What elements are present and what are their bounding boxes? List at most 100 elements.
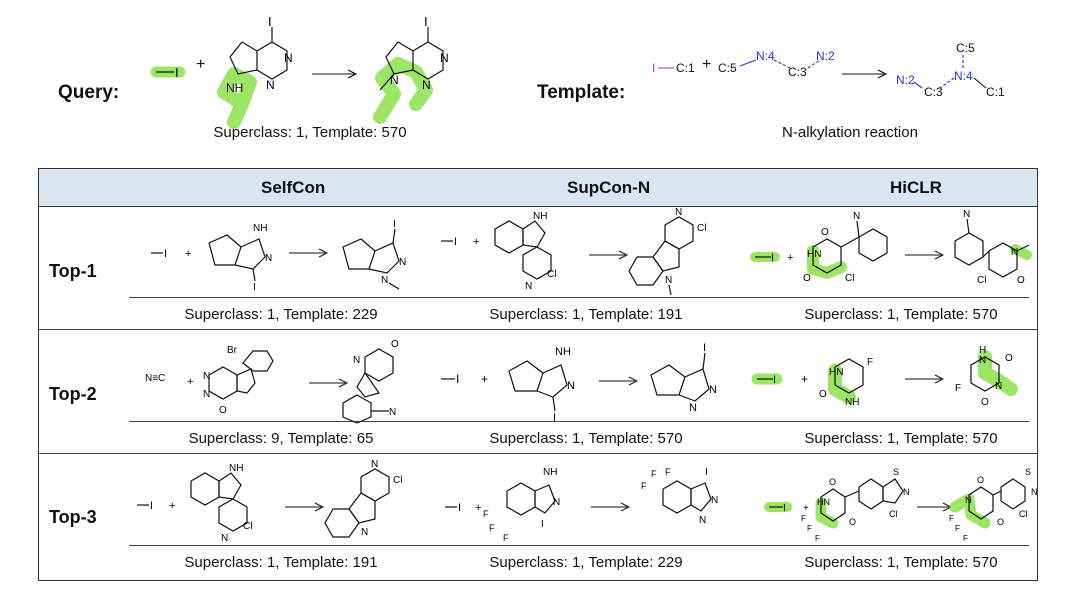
row-label-top-3: Top-3: [49, 507, 97, 527]
table-header: SelfCon SupCon-N HiCLR: [39, 169, 1037, 207]
svg-text:F: F: [955, 383, 961, 394]
svg-text:N: N: [440, 51, 449, 65]
svg-text:O: O: [391, 339, 399, 350]
svg-text:F: F: [963, 534, 968, 543]
svg-text:I: I: [454, 236, 457, 248]
svg-text:H: H: [979, 345, 986, 356]
svg-text:N: N: [675, 207, 682, 218]
svg-text:O: O: [219, 405, 227, 416]
cell-caption: Superclass: 9, Template: 65: [188, 430, 374, 447]
svg-text:Cl: Cl: [547, 269, 556, 280]
row-divider: [39, 329, 1037, 330]
svg-text:F: F: [651, 469, 657, 479]
cell-caption: Superclass: 1, Template: 229: [184, 306, 378, 323]
template-reactant-amidine: C:5 N:4 C:3 N:2: [716, 46, 836, 90]
reaction-hiclr-top3: I + HN O O F F F S N Cl N O O F F F: [749, 461, 1039, 547]
svg-text:Cl: Cl: [243, 521, 252, 532]
svg-text:N: N: [709, 384, 717, 396]
svg-text:N: N: [903, 487, 910, 497]
svg-text:S: S: [893, 467, 899, 477]
svg-text:O: O: [849, 517, 856, 527]
svg-text:N: N: [203, 371, 210, 382]
svg-text:NH: NH: [226, 81, 243, 95]
svg-text:I: I: [175, 65, 179, 80]
svg-text:+: +: [787, 252, 793, 264]
svg-text:N: N: [567, 380, 575, 392]
svg-text:C:3: C:3: [924, 85, 943, 99]
svg-text:HN: HN: [829, 367, 843, 378]
cell-caption: Superclass: 1, Template: 570: [804, 554, 998, 571]
svg-text:O: O: [829, 477, 836, 487]
svg-text:O: O: [1017, 275, 1025, 286]
svg-text:I: I: [150, 500, 153, 512]
query-product-methylated: I N N N: [368, 12, 458, 137]
svg-text:N:2: N:2: [816, 49, 835, 63]
svg-text:Br: Br: [227, 345, 238, 356]
svg-text:O: O: [821, 227, 829, 238]
template-product-alkylated-amidine: C:5 N:4 C:3 N:2 C:1: [896, 38, 1036, 99]
svg-text:I: I: [253, 282, 256, 293]
svg-text:N: N: [525, 281, 532, 292]
svg-text:N:4: N:4: [954, 69, 973, 83]
column-header-selfcon: SelfCon: [261, 178, 326, 197]
svg-text:Cl: Cl: [977, 275, 986, 286]
svg-text:I: I: [652, 61, 655, 75]
query-reaction-arrow: [312, 66, 358, 84]
reaction-supcon-top3: I + NH N I F F F I N N F F F: [443, 461, 743, 547]
row-divider: [129, 297, 1029, 298]
column-header-supcon-n: SupCon-N: [567, 178, 651, 197]
query-reactant-iodo-pyrrolopyrimidine: I N N NH: [212, 12, 302, 137]
row-label-top-1: Top-1: [49, 261, 97, 281]
svg-text:N: N: [422, 78, 431, 92]
svg-text:O: O: [819, 389, 827, 400]
svg-text:N: N: [266, 78, 275, 92]
svg-text:I: I: [783, 503, 786, 514]
cell-caption: Superclass: 1, Template: 229: [489, 554, 683, 571]
row-divider: [129, 421, 1029, 422]
svg-text:I: I: [541, 519, 544, 530]
cell-caption: Superclass: 1, Template: 191: [489, 306, 683, 323]
svg-text:N: N: [371, 459, 378, 470]
svg-text:Cl: Cl: [889, 509, 898, 519]
svg-text:NH: NH: [543, 467, 557, 478]
query-label: Query:: [58, 82, 120, 103]
svg-text:HN: HN: [817, 497, 830, 507]
svg-text:N: N: [699, 515, 706, 526]
svg-text:NH: NH: [555, 346, 571, 358]
svg-text:N: N: [389, 407, 396, 418]
svg-text:Cl: Cl: [845, 273, 854, 284]
query-plus: +: [196, 56, 206, 73]
svg-text:N: N: [221, 533, 228, 544]
svg-text:Cl: Cl: [1019, 509, 1028, 519]
svg-text:I: I: [268, 14, 272, 29]
svg-text:O: O: [977, 475, 984, 485]
template-reactant-alkyl-iodide: I C:1: [650, 56, 710, 80]
template-plus: +: [702, 56, 712, 73]
svg-text:I: I: [553, 412, 556, 424]
svg-text:N: N: [390, 73, 399, 87]
svg-text:N≡C: N≡C: [145, 373, 165, 384]
svg-text:+: +: [473, 236, 479, 248]
svg-text:S: S: [1025, 467, 1031, 477]
svg-text:N: N: [284, 51, 293, 65]
svg-text:+: +: [803, 503, 809, 514]
cell-caption: Superclass: 1, Template: 570: [489, 430, 683, 447]
column-header-hiclr: HiCLR: [890, 178, 942, 197]
svg-text:I: I: [424, 14, 428, 29]
svg-text:N: N: [995, 381, 1002, 392]
svg-text:F: F: [489, 523, 495, 533]
svg-text:F: F: [949, 514, 954, 523]
svg-text:F: F: [503, 533, 509, 543]
svg-text:N: N: [361, 527, 368, 538]
svg-text:F: F: [815, 534, 820, 543]
svg-text:N: N: [353, 355, 360, 366]
svg-text:Cl: Cl: [697, 223, 706, 234]
row-label-top-2: Top-2: [49, 384, 97, 404]
svg-text:C:5: C:5: [718, 61, 737, 75]
row-divider: [129, 545, 1029, 546]
svg-text:I: I: [393, 219, 396, 230]
svg-text:+: +: [801, 372, 808, 386]
svg-text:I: I: [456, 372, 459, 386]
svg-text:O: O: [803, 273, 811, 284]
svg-text:+: +: [187, 376, 193, 388]
